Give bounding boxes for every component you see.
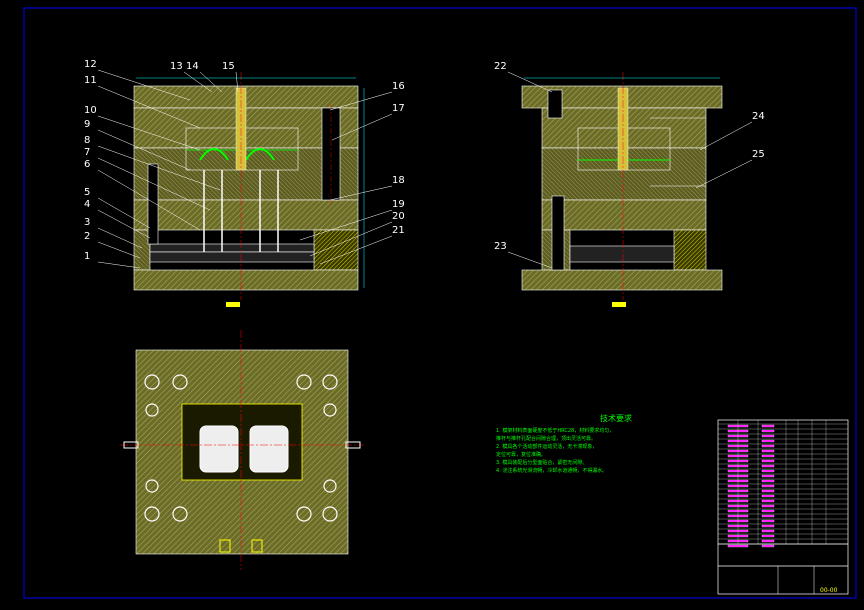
- parts-list-entry: [761, 459, 775, 463]
- callout-label-22: 22: [494, 61, 507, 72]
- tech-note-line: 推杆与推杆孔配合间隙合理，顶出灵活可靠。: [496, 436, 597, 442]
- leader-line-3: [97, 227, 143, 249]
- leader-line-5: [97, 197, 151, 229]
- callout-label-11: 11: [84, 75, 97, 86]
- leader-line-17: [331, 113, 393, 141]
- leader-line-15: [235, 71, 239, 93]
- callout-label-18: 18: [392, 175, 405, 186]
- parts-list-entry: [761, 499, 775, 503]
- leader-line-22: [507, 71, 553, 93]
- parts-list-entry: [761, 474, 775, 478]
- leader-line-19: [299, 209, 393, 241]
- leader-line-13: [183, 71, 213, 93]
- leader-line-12: [97, 69, 191, 101]
- parts-list-entry: [761, 479, 775, 483]
- parts-list-entry: [761, 454, 775, 458]
- parts-list-entry: [761, 504, 775, 508]
- callout-label-20: 20: [392, 211, 405, 222]
- callout-label-12: 12: [84, 59, 97, 70]
- parts-list-entry: [761, 519, 775, 523]
- tech-note-line: 2. 模具各个活动部件运动灵活，无卡滞现象，: [496, 444, 598, 450]
- leader-line-10: [97, 115, 201, 151]
- leader-line-7: [97, 157, 211, 211]
- callout-label-10: 10: [84, 105, 97, 116]
- callout-label-6: 6: [84, 159, 91, 170]
- tech-note-line: 4. 浇注系统光滑流畅，冷却水道通畅，不得漏水。: [496, 468, 608, 474]
- callout-label-23: 23: [494, 241, 507, 252]
- parts-list-entry: [761, 439, 775, 443]
- parts-list-entry: [761, 514, 775, 518]
- drawing-code: 00-00: [820, 587, 838, 594]
- callout-label-14: 14: [186, 61, 199, 72]
- callout-label-25: 25: [752, 149, 765, 160]
- technical-requirements: 技术要求 1. 模架材料表面硬度不低于HRC28，材料要求均匀， 推杆与推杆孔配…: [496, 413, 706, 475]
- parts-list-entry: [761, 544, 775, 548]
- leader-line-9: [97, 129, 191, 171]
- callout-label-15: 15: [222, 61, 235, 72]
- callout-label-1: 1: [84, 251, 91, 262]
- leader-line-16: [329, 91, 393, 111]
- parts-list-entry: [761, 489, 775, 493]
- callout-label-4: 4: [84, 199, 91, 210]
- parts-list-entry: [761, 534, 775, 538]
- side-section-view: [521, 72, 723, 307]
- parts-list-entry: [761, 484, 775, 488]
- callout-label-19: 19: [392, 199, 405, 210]
- tech-notes-title: 技术要求: [600, 414, 632, 423]
- leader-line-18: [329, 185, 393, 201]
- callout-label-13: 13: [170, 61, 183, 72]
- drawing-frame: [23, 7, 857, 599]
- callout-label-8: 8: [84, 135, 91, 146]
- callout-label-17: 17: [392, 103, 405, 114]
- parts-list-entry: [761, 539, 775, 543]
- parts-list-entry: [727, 544, 749, 548]
- callout-label-3: 3: [84, 217, 91, 228]
- leader-line-21: [319, 235, 393, 265]
- leader-line-14: [199, 71, 223, 93]
- callout-label-24: 24: [752, 111, 765, 122]
- leader-line-11: [97, 85, 201, 129]
- tech-note-line: 1. 模架材料表面硬度不低于HRC28，材料要求均匀，: [496, 428, 615, 434]
- parts-list-entry: [761, 444, 775, 448]
- leader-line-2: [97, 241, 141, 259]
- parts-list-entry: [761, 424, 775, 428]
- callout-label-9: 9: [84, 119, 91, 130]
- title-block: [717, 419, 849, 595]
- parts-list-entry: [761, 494, 775, 498]
- parts-list-entry: [761, 509, 775, 513]
- callout-label-5: 5: [84, 187, 91, 198]
- parts-list-entry: [761, 429, 775, 433]
- leader-line-23: [507, 251, 553, 269]
- callout-label-2: 2: [84, 231, 91, 242]
- parts-list-entry: [761, 469, 775, 473]
- parts-list-entry: [761, 434, 775, 438]
- leader-line-20: [309, 221, 393, 257]
- leader-line-1: [97, 261, 141, 269]
- parts-list-entry: [761, 524, 775, 528]
- tech-note-line: 定位可靠，复位准确。: [496, 452, 547, 458]
- leader-line-24: [699, 121, 753, 151]
- parts-list-entry: [761, 464, 775, 468]
- callout-label-16: 16: [392, 81, 405, 92]
- leader-line-8: [97, 145, 221, 191]
- front-section-view: [133, 72, 365, 307]
- leader-line-25: [695, 159, 753, 189]
- leader-line-6: [97, 169, 201, 231]
- tech-note-line: 3. 模具装配后分型面贴合，紧密无间隙。: [496, 460, 588, 466]
- parts-list-entry: [761, 529, 775, 533]
- plan-view: [120, 330, 364, 570]
- callout-label-21: 21: [392, 225, 405, 236]
- parts-list-entry: [761, 449, 775, 453]
- leader-line-4: [97, 209, 151, 239]
- callout-label-7: 7: [84, 147, 91, 158]
